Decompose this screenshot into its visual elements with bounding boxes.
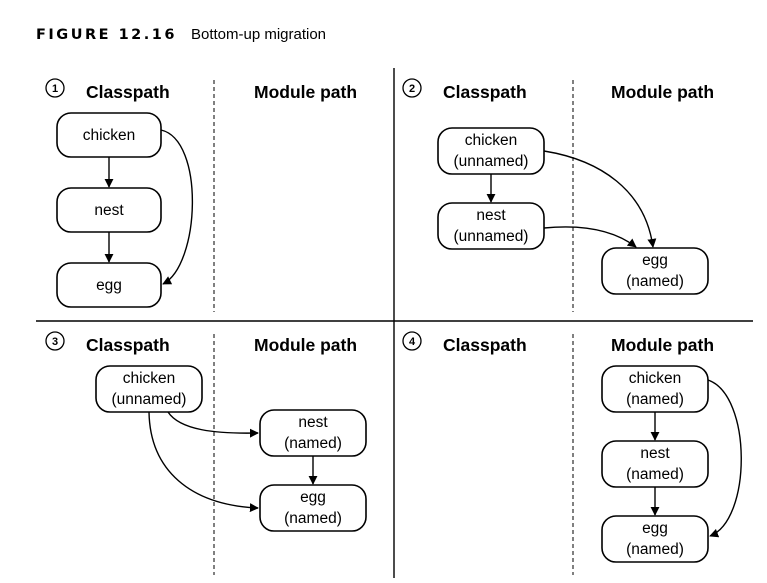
panel3-arrow-chicken-nest: [167, 411, 259, 438]
panel-1: 1 Classpath Module path chicken nest egg: [45, 78, 357, 308]
figure-label: FIGURE 12.16: [36, 27, 177, 43]
panel3-number-circle: [45, 331, 65, 351]
panel2-nest-label: nest: [476, 207, 506, 224]
panel3-chicken-label: chicken: [123, 370, 176, 387]
panel2-number: 2: [409, 83, 415, 95]
panel2-nest-sublabel: (unnamed): [454, 228, 529, 245]
panel4-number-circle: [402, 331, 422, 351]
panel-3: 3 Classpath Module path chicken (unnamed…: [45, 331, 367, 532]
panel3-modulepath-header: Module path: [254, 335, 357, 355]
panel2-chicken-label: chicken: [465, 132, 518, 149]
panel4-egg-box: [601, 515, 709, 563]
panel3-chicken-sublabel: (unnamed): [112, 391, 187, 408]
panel3-egg-box: [259, 484, 367, 532]
panel4-egg-sublabel: (named): [626, 541, 684, 558]
panel1-nest-label: nest: [94, 202, 124, 219]
panel2-classpath-header: Classpath: [443, 82, 527, 102]
panel3-number: 3: [52, 336, 58, 348]
panel3-egg-sublabel: (named): [284, 510, 342, 527]
panel1-arrow-chicken-egg: [160, 129, 194, 285]
panel3-nest-label: nest: [298, 414, 328, 431]
panel2-egg-sublabel: (named): [626, 273, 684, 290]
panel3-nest-sublabel: (named): [284, 435, 342, 452]
panel4-modulepath-header: Module path: [611, 335, 714, 355]
panel2-modulepath-header: Module path: [611, 82, 714, 102]
panel1-number-circle: [45, 78, 65, 98]
panel1-chicken-label: chicken: [83, 127, 136, 144]
panel2-chicken-sublabel: (unnamed): [454, 153, 529, 170]
panel-4: 4 Classpath Module path chicken (named) …: [402, 331, 742, 563]
panel4-chicken-sublabel: (named): [626, 391, 684, 408]
figure-title: Bottom-up migration: [190, 26, 327, 43]
panel2-egg-box: [601, 247, 709, 295]
panel1-egg-box: [56, 262, 162, 308]
panel3-classpath-header: Classpath: [86, 335, 170, 355]
panel3-arrow-chicken-egg: [148, 411, 259, 513]
panel-2: 2 Classpath Module path chicken (unnamed…: [402, 78, 714, 295]
panel2-arrow-nest-egg: [543, 226, 637, 248]
panel4-nest-sublabel: (named): [626, 466, 684, 483]
panel4-arrow-chicken-egg: [707, 379, 742, 538]
panel2-nest-box: [437, 202, 545, 250]
panel4-classpath-header: Classpath: [443, 335, 527, 355]
panel1-egg-label: egg: [96, 277, 122, 294]
panel4-nest-label: nest: [640, 445, 670, 462]
panel4-number: 4: [409, 336, 416, 348]
panel2-number-circle: [402, 78, 422, 98]
panel3-egg-label: egg: [300, 489, 326, 506]
figure-caption: FIGURE 12.16 Bottom-up migration: [36, 26, 326, 43]
panel1-modulepath-header: Module path: [254, 82, 357, 102]
panel1-number: 1: [52, 83, 58, 95]
panel4-chicken-label: chicken: [629, 370, 682, 387]
panel1-classpath-header: Classpath: [86, 82, 170, 102]
panel4-egg-label: egg: [642, 520, 668, 537]
panel2-arrow-chicken-egg: [543, 150, 657, 248]
panel2-egg-label: egg: [642, 252, 668, 269]
